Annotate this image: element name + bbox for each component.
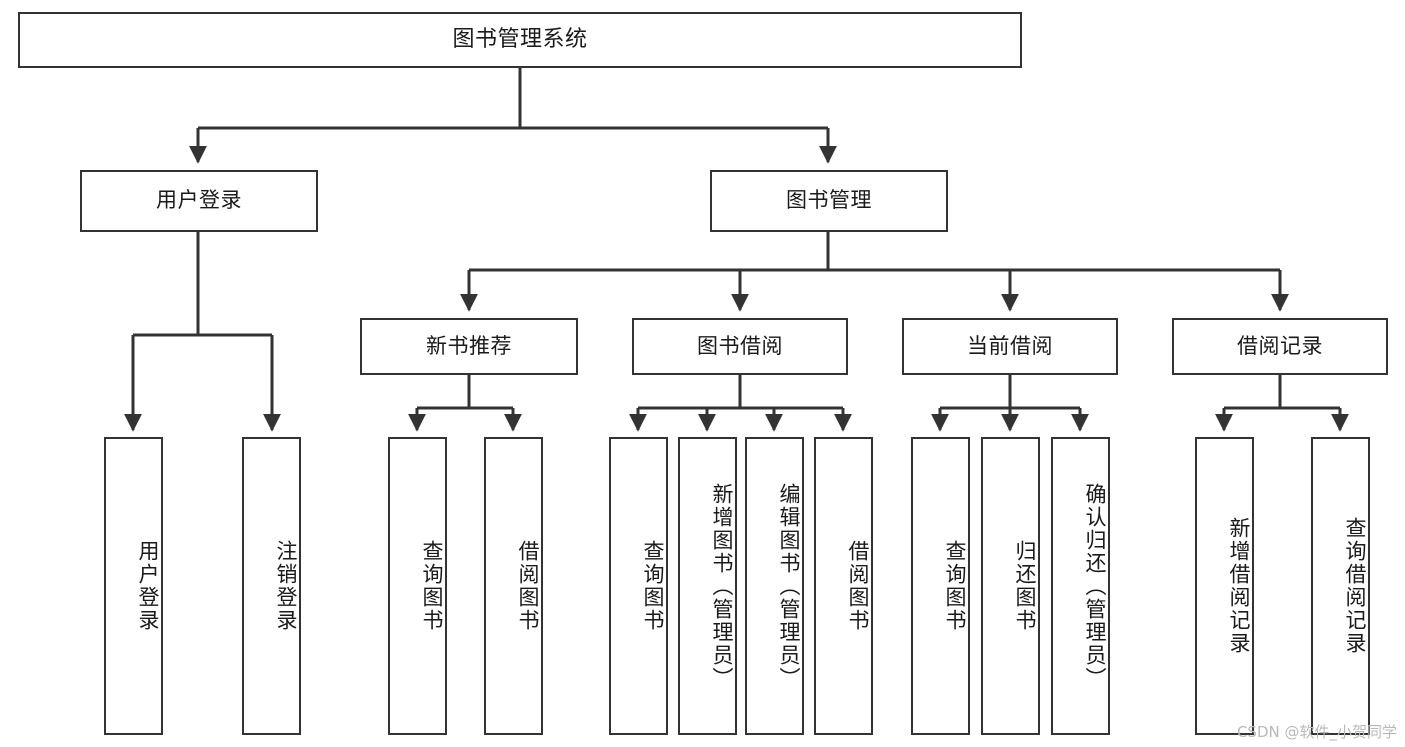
node-label: 用户登录 <box>136 540 160 632</box>
node-label: 图书管理系统 <box>452 26 588 52</box>
leaf-edit-book-admin[interactable]: 编辑图书（管理员） <box>745 437 804 735</box>
node-label: 新增借阅记录 <box>1227 517 1251 655</box>
leaf-query-book-current[interactable]: 查询图书 <box>911 437 970 735</box>
node-current-borrow[interactable]: 当前借阅 <box>902 318 1118 375</box>
node-label: 借阅记录 <box>1237 333 1323 358</box>
node-label: 新书推荐 <box>426 333 512 358</box>
node-book-management[interactable]: 图书管理 <box>710 170 948 232</box>
node-label: 借阅图书 <box>846 540 870 632</box>
node-label: 注销登录 <box>274 540 298 632</box>
node-root-book-management-system[interactable]: 图书管理系统 <box>18 12 1022 68</box>
node-label: 当前借阅 <box>967 333 1053 358</box>
leaf-logout-login[interactable]: 注销登录 <box>242 437 301 735</box>
node-label: 图书借阅 <box>697 333 783 358</box>
node-user-login[interactable]: 用户登录 <box>80 170 318 232</box>
node-label: 图书管理 <box>786 188 872 213</box>
node-new-book-recommend[interactable]: 新书推荐 <box>360 318 578 375</box>
leaf-user-login[interactable]: 用户登录 <box>104 437 163 735</box>
node-label: 归还图书 <box>1013 540 1037 632</box>
node-label: 查询图书 <box>641 540 665 632</box>
leaf-borrow-book[interactable]: 借阅图书 <box>814 437 873 735</box>
leaf-add-borrow-record[interactable]: 新增借阅记录 <box>1195 437 1254 735</box>
leaf-borrow-book-recommend[interactable]: 借阅图书 <box>484 437 543 735</box>
node-label: 新增图书（管理员） <box>710 482 734 690</box>
leaf-query-book-recommend[interactable]: 查询图书 <box>388 437 447 735</box>
node-book-borrow[interactable]: 图书借阅 <box>632 318 848 375</box>
node-label: 用户登录 <box>156 188 242 213</box>
node-borrow-record[interactable]: 借阅记录 <box>1172 318 1388 375</box>
node-label: 查询图书 <box>420 540 444 632</box>
leaf-confirm-return-admin[interactable]: 确认归还（管理员） <box>1051 437 1110 735</box>
leaf-query-borrow-record[interactable]: 查询借阅记录 <box>1311 437 1370 735</box>
node-label: 查询图书 <box>943 540 967 632</box>
node-label: 确认归还（管理员） <box>1083 482 1107 690</box>
node-label: 借阅图书 <box>516 540 540 632</box>
leaf-return-book[interactable]: 归还图书 <box>981 437 1040 735</box>
node-label: 编辑图书（管理员） <box>777 482 801 690</box>
node-label: 查询借阅记录 <box>1343 517 1367 655</box>
leaf-add-book-admin[interactable]: 新增图书（管理员） <box>678 437 737 735</box>
leaf-query-book-borrow[interactable]: 查询图书 <box>609 437 668 735</box>
csdn-watermark: CSDN @软件_小贺同学 <box>1236 723 1397 741</box>
